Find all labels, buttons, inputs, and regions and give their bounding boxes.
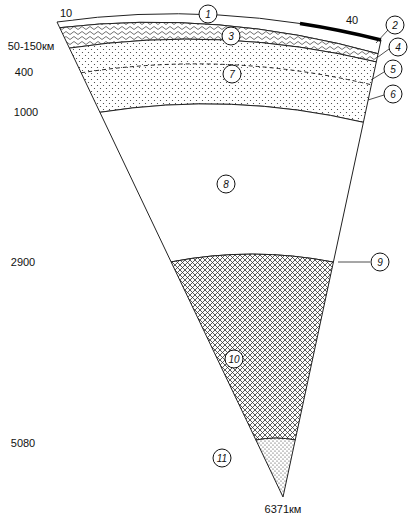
callout-number: 4 bbox=[389, 38, 408, 57]
leader-line bbox=[338, 30, 389, 262]
callout-number: 10 bbox=[225, 350, 244, 369]
continental-crust bbox=[300, 24, 381, 41]
depth-label: 400 bbox=[14, 66, 34, 79]
callout-number: 11 bbox=[213, 449, 232, 468]
outer-core-band bbox=[171, 254, 333, 440]
depth-label: 10 bbox=[59, 7, 73, 20]
callout-number: 7 bbox=[223, 65, 242, 84]
callout-number: 3 bbox=[222, 27, 241, 46]
depth-label: 2900 bbox=[10, 256, 36, 269]
callout-number: 6 bbox=[384, 85, 403, 104]
lower-mantle-band bbox=[100, 104, 364, 262]
depth-label: 5080 bbox=[10, 437, 36, 450]
boundary-400 bbox=[81, 64, 371, 85]
depth-label: 50-150км bbox=[7, 40, 56, 53]
depth-label: 1000 bbox=[13, 106, 39, 119]
callout-number: 9 bbox=[371, 253, 390, 272]
callout-number: 2 bbox=[386, 16, 405, 35]
depth-label: 40 bbox=[345, 14, 359, 27]
inner-core-band bbox=[256, 438, 295, 497]
callout-number: 1 bbox=[199, 5, 218, 24]
depth-label: 6371км bbox=[264, 503, 303, 516]
callout-number: 5 bbox=[384, 60, 403, 79]
callout-number: 8 bbox=[217, 175, 236, 194]
